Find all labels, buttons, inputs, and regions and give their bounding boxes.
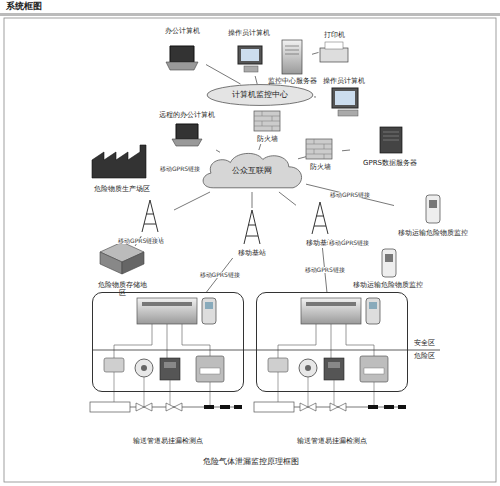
node-text: 公众互联网	[198, 166, 306, 175]
connector-line	[216, 150, 220, 152]
zone-label: 安全区	[413, 340, 436, 348]
zone-line	[92, 350, 440, 351]
link-label: 移动GPRS链接	[159, 166, 201, 172]
node-text: 输送管道易挂漏检测点	[247, 437, 417, 445]
connector	[252, 192, 253, 208]
tower-icon	[142, 200, 158, 232]
tower-icon	[312, 202, 328, 234]
laptop-icon	[172, 124, 202, 146]
device-node: 移动基站	[228, 208, 276, 258]
title: 系统框图	[5, 2, 43, 12]
cloud-node: 公众互联网	[198, 150, 306, 192]
node-text: 打印机	[312, 31, 356, 39]
device-node: 远程的办公计算机	[154, 110, 220, 156]
monitor-icon	[238, 46, 262, 72]
node-text: 防火墙	[298, 163, 342, 171]
device-node: 危险物质存储地区	[96, 236, 148, 298]
node-text: 输送管道易挂漏检测点	[83, 437, 253, 445]
connector-line	[342, 150, 350, 152]
device-node: 办公计算机	[158, 26, 206, 76]
panel-equipment	[254, 298, 406, 412]
device-node: 防火墙	[244, 106, 290, 144]
node-text: 办公计算机	[158, 27, 206, 35]
zone-label: 危险区	[413, 353, 436, 361]
factory-icon	[92, 145, 146, 178]
node-text: 危险物质存储地区	[96, 281, 148, 297]
monitor-unit-icon	[426, 195, 440, 223]
firewall-icon	[254, 111, 280, 131]
link-label: 移动GPRS链接	[199, 272, 241, 278]
frame	[4, 18, 496, 482]
connector	[306, 184, 394, 205]
device-node: 移动运输危险物质监控	[350, 246, 426, 290]
connector	[314, 96, 316, 97]
printer-icon	[320, 42, 348, 62]
device-node: 操作员计算机	[224, 28, 274, 76]
storage-icon	[100, 242, 144, 274]
node-text: 操作员计算机	[224, 29, 274, 37]
device-node: 危险物质生产场区	[82, 140, 162, 194]
connector	[216, 150, 220, 152]
link-label: 移动GPRS链接	[329, 192, 371, 198]
connector	[174, 192, 210, 210]
connector	[279, 192, 296, 205]
node-text: 操作员计算机	[316, 77, 372, 85]
node-text: 计算机监控中心	[206, 90, 314, 99]
connector-line	[206, 65, 241, 84]
device-node: 打印机	[312, 30, 356, 66]
connector-line	[174, 192, 210, 210]
node-text: 危险物质生产场区	[82, 185, 162, 193]
connector-line	[279, 192, 296, 205]
node-text: 移动基站	[228, 249, 276, 257]
device-node: 防火墙	[298, 134, 342, 172]
connector	[312, 52, 319, 54]
node-text: 移动运输危险物质监控	[394, 229, 472, 237]
device-node: 操作员计算机	[316, 76, 372, 120]
connector-line	[312, 52, 319, 54]
server-icon	[282, 40, 302, 74]
tower-icon	[244, 210, 260, 244]
caption: 危险气体泄漏监控原理框图	[0, 458, 500, 467]
device-node: 移动运输危险物质监控	[394, 192, 472, 238]
connector-line	[259, 144, 261, 150]
ellipse-node: 计算机监控中心	[206, 84, 314, 106]
title-bar	[0, 13, 500, 16]
connector	[206, 65, 241, 84]
node-text: GPRS数据服务器	[350, 159, 430, 167]
panel-equipment	[90, 298, 242, 412]
connector-line	[298, 157, 306, 159]
connector	[298, 157, 306, 159]
device-node: GPRS数据服务器	[350, 124, 430, 168]
monitor-icon	[332, 88, 358, 116]
connector	[342, 150, 350, 152]
link-label: 移动GPRS链接	[304, 267, 346, 273]
server-icon	[380, 127, 402, 153]
station-panel: 输送管道易挂漏检测点	[92, 292, 244, 392]
firewall-icon	[306, 139, 332, 159]
link-label: 移动GPRS链接	[117, 238, 159, 244]
connector	[259, 144, 261, 150]
node-text: 防火墙	[244, 135, 290, 143]
connector-line	[252, 192, 253, 208]
connector-line	[255, 76, 257, 84]
device-node: 监控中心服务器	[266, 34, 319, 86]
station-panel: 输送管道易挂漏检测点	[256, 292, 408, 392]
node-text: 远程的办公计算机	[154, 111, 220, 119]
link-label: 移动GPRS链接	[328, 240, 370, 246]
connector	[255, 76, 257, 84]
connector-line	[306, 184, 394, 205]
node-text: 移动运输危险物质监控	[350, 281, 426, 289]
laptop-icon	[166, 46, 198, 70]
connector-line	[314, 96, 316, 97]
node-text: 监控中心服务器	[266, 77, 319, 85]
monitor-unit-icon	[382, 249, 396, 277]
